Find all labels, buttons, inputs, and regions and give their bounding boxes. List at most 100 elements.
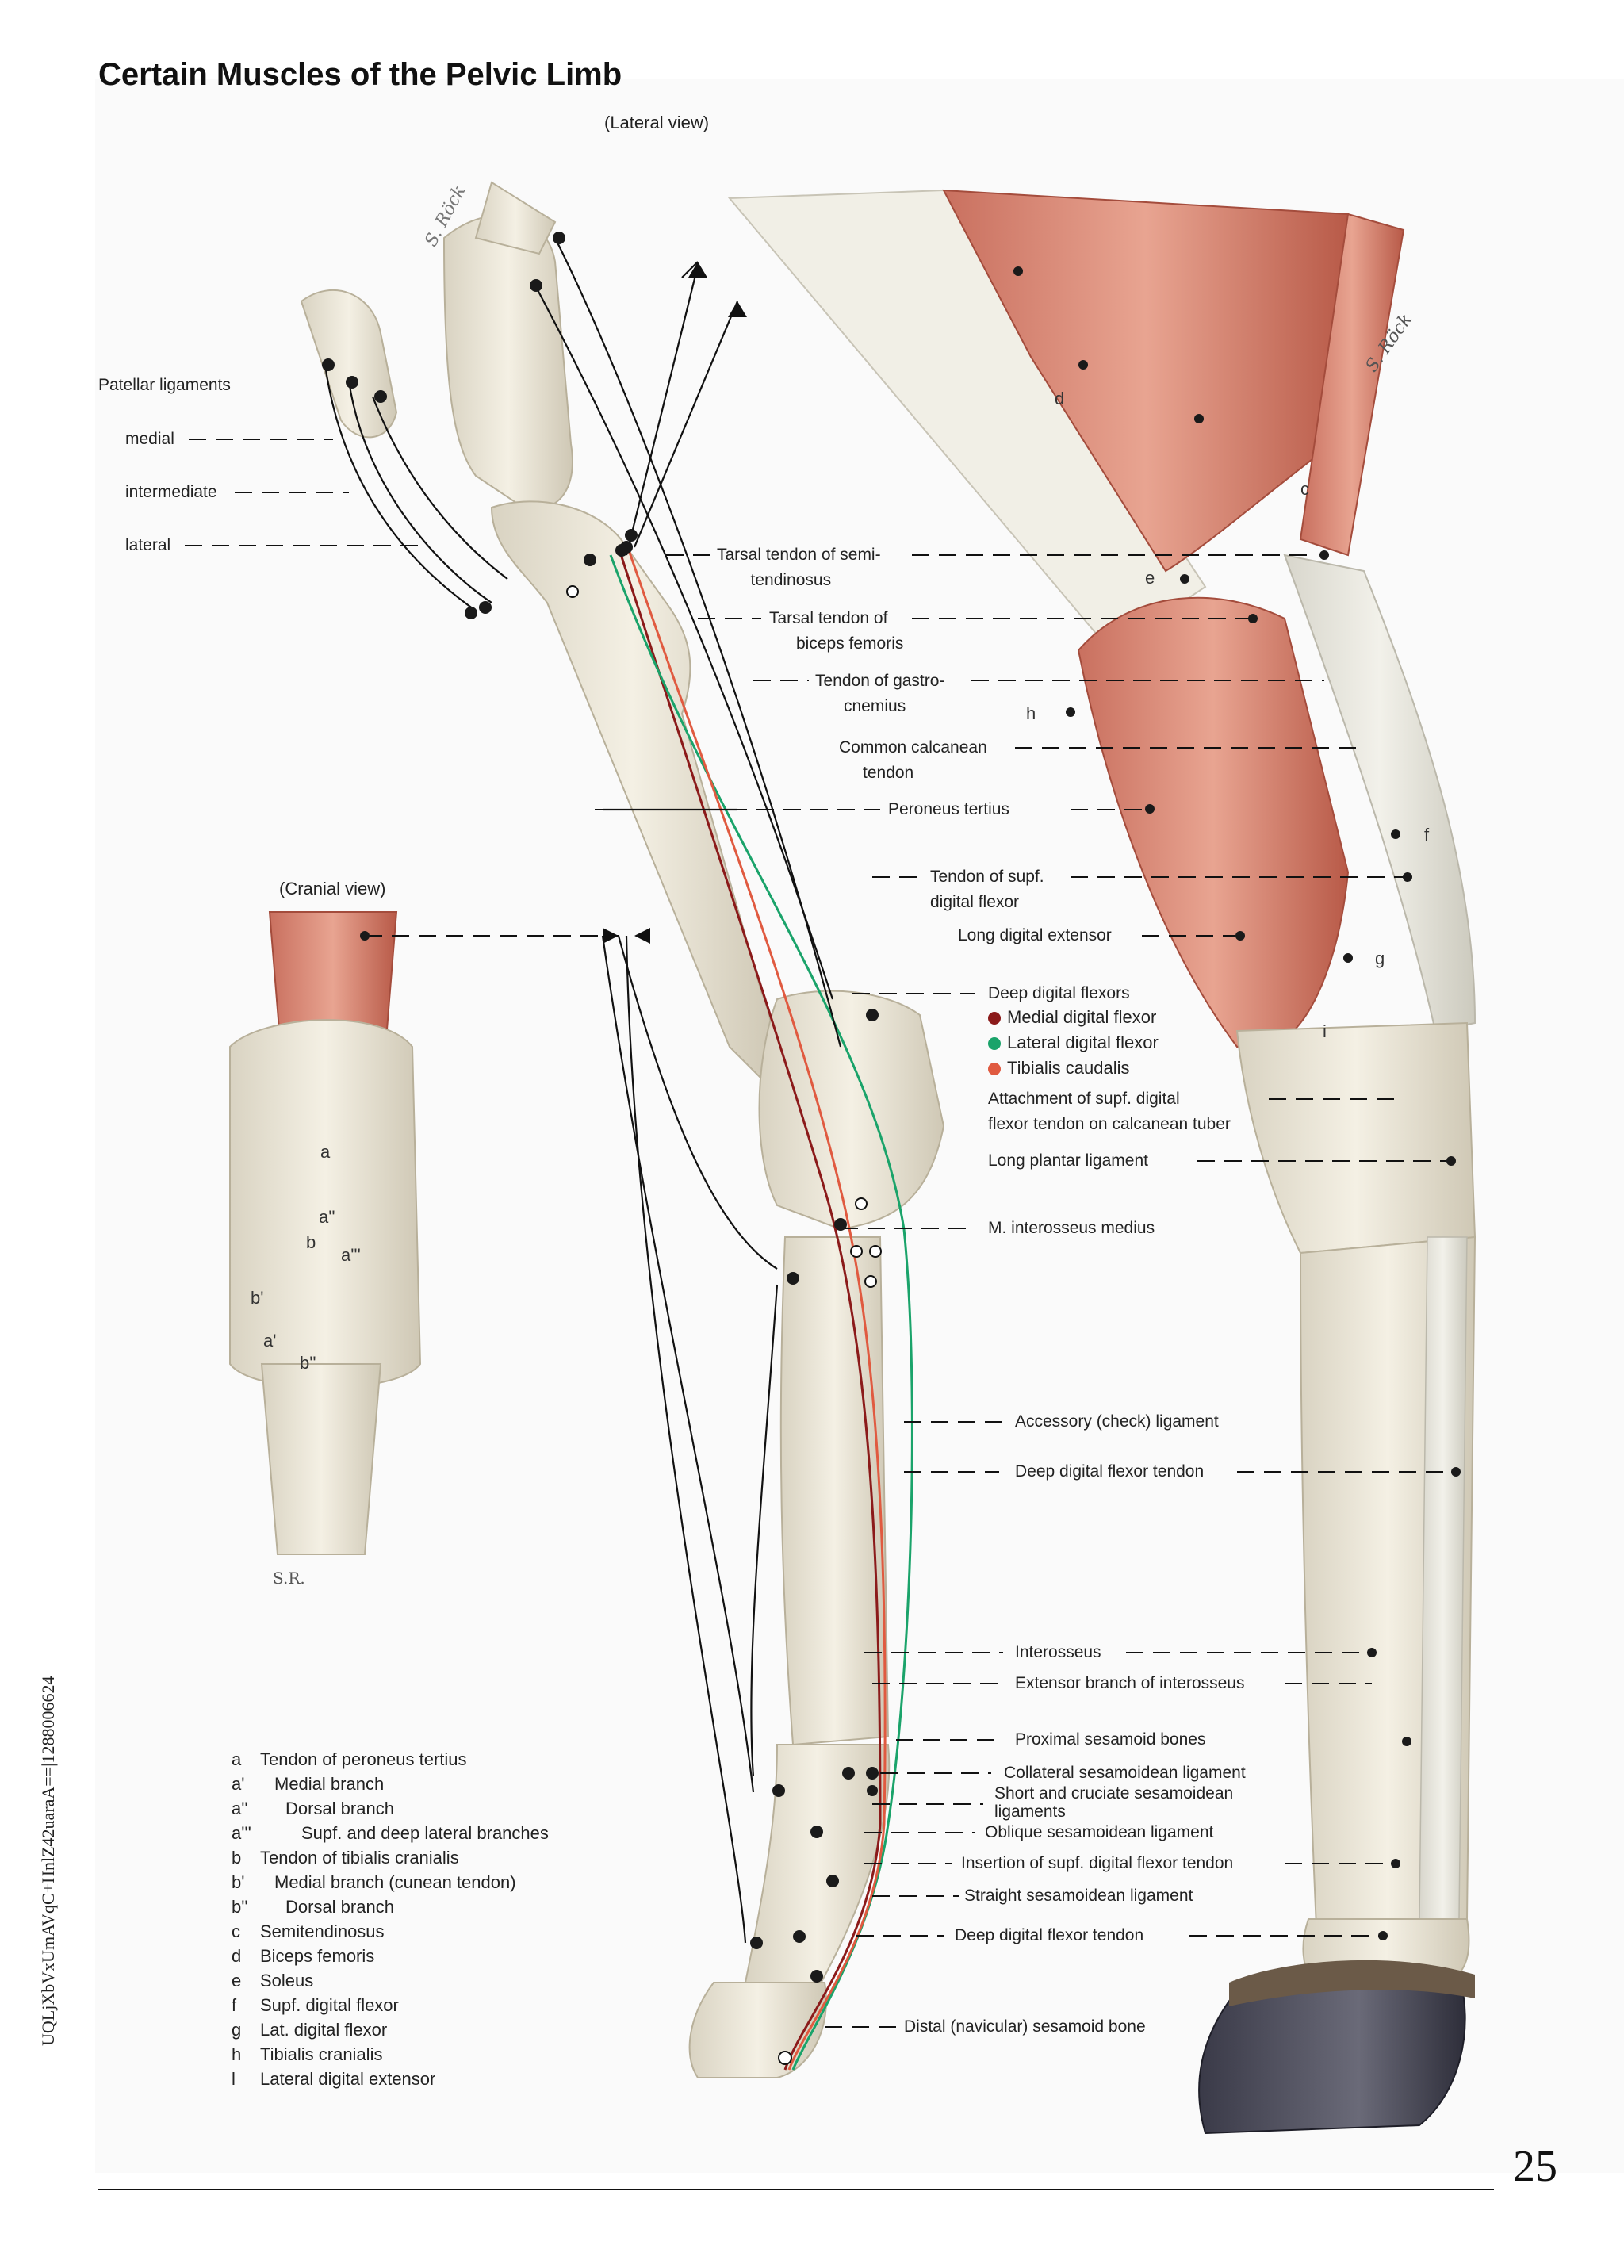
semitendinosus — [1299, 213, 1405, 557]
key-row: f Supf. digital flexor — [232, 1995, 399, 2016]
callout-proximal-sesamoid: Proximal sesamoid bones — [1015, 1730, 1206, 1749]
cranial-letter-a1: a' — [263, 1331, 277, 1350]
callout-extensor-branch: Extensor branch of interosseus — [1015, 1674, 1245, 1692]
callout-line: Tarsal tendon of semi- — [717, 546, 881, 564]
callout-line: cnemius — [844, 696, 906, 715]
callout-interosseus-medius: M. interosseus medius — [988, 1219, 1155, 1237]
cranial-joint — [229, 1019, 422, 1389]
patellar-medial: medial — [125, 430, 174, 448]
key-letter: a'' — [232, 1799, 248, 1818]
arrow-up-1 — [688, 262, 707, 278]
key-label: Medial branch (cunean tendon) — [274, 1872, 516, 1892]
flexor-legend-lateral: Lateral digital flexor — [988, 1032, 1159, 1053]
cranial-letter-b2: b'' — [300, 1353, 316, 1373]
arrow-up-2 — [728, 301, 747, 317]
bone-figure — [300, 181, 945, 2078]
key-label: Dorsal branch — [285, 1799, 394, 1818]
callout-common-calcanean: Common calcanean tendon — [839, 735, 987, 785]
callout-line: Tarsal tendon of — [769, 609, 888, 627]
cranial-letter-a2: a'' — [319, 1207, 335, 1227]
connector-lines — [324, 237, 842, 1944]
cranial-view-figure — [229, 911, 422, 1555]
key-letter: a — [232, 1749, 242, 1769]
artist-signature-3: S.R. — [273, 1569, 305, 1588]
callout-line: flexor tendon on calcanean tuber — [988, 1114, 1231, 1133]
flexor-tendon-band — [1419, 1236, 1468, 1920]
key-letter: b' — [232, 1872, 245, 1892]
key-row: b' Medial branch (cunean tendon) — [232, 1872, 516, 1893]
patellar-heading: Patellar ligaments — [98, 376, 231, 394]
muscle-letter-e: e — [1145, 568, 1155, 588]
callout-supf-flexor-tendon: Tendon of supf. digital flexor — [930, 864, 1044, 914]
callout-tarsal-semitendinosus: Tarsal tendon of semi- tendinosus — [717, 542, 881, 592]
muscle-letter-f: f — [1424, 825, 1430, 845]
hoof-hair — [1229, 1960, 1475, 2006]
key-letter: b'' — [232, 1897, 248, 1917]
callout-short-cruciate: Short and cruciate sesamoidean ligaments — [994, 1784, 1233, 1821]
callout-ddf-tendon-lower: Deep digital flexor tendon — [955, 1926, 1144, 1944]
callout-gastrocnemius: Tendon of gastro- cnemius — [815, 669, 944, 718]
key-label: Soleus — [260, 1971, 314, 1990]
tibia — [490, 500, 774, 1080]
key-letter: f — [232, 1995, 237, 2015]
key-row: a''' Supf. and deep lateral branches — [232, 1823, 549, 1844]
callout-line: Common calcanean — [839, 738, 987, 757]
muscle-letter-i: i — [1323, 1021, 1327, 1041]
callout-oblique: Oblique sesamoidean ligament — [985, 1823, 1214, 1841]
muscle-letter-g: g — [1375, 948, 1385, 968]
cranial-letter-a3: a''' — [341, 1245, 361, 1265]
callout-line: biceps femoris — [796, 634, 904, 653]
arrow-right — [603, 928, 619, 944]
callout-collateral-sesamoidean: Collateral sesamoidean ligament — [1004, 1764, 1246, 1782]
legend-swatch — [988, 1012, 1001, 1025]
page-title: Certain Muscles of the Pelvic Limb — [98, 57, 622, 92]
medial-digital-flexor-line — [617, 546, 882, 2071]
callout-interosseus: Interosseus — [1015, 1643, 1101, 1661]
callout-tarsal-biceps: Tarsal tendon of biceps femoris — [769, 606, 903, 656]
arrow-left — [634, 928, 650, 944]
key-letter: a''' — [232, 1823, 251, 1843]
key-label: Supf. digital flexor — [260, 1995, 399, 2015]
callout-long-plantar: Long plantar ligament — [988, 1151, 1148, 1170]
key-row: a' Medial branch — [232, 1774, 384, 1795]
key-letter: h — [232, 2044, 242, 2064]
key-letter: a' — [232, 1774, 245, 1794]
legend-swatch — [988, 1063, 1001, 1075]
key-letter: d — [232, 1946, 242, 1966]
key-label: Lateral digital extensor — [260, 2069, 436, 2089]
femur-shaft — [474, 181, 557, 255]
key-label: Tendon of peroneus tertius — [260, 1749, 467, 1769]
patellar-lateral: lateral — [125, 536, 171, 554]
open-circles — [566, 585, 882, 2065]
page-number: 25 — [1513, 2142, 1557, 2191]
muscle-figure — [727, 189, 1477, 2135]
gaskin-muscles — [1077, 596, 1350, 1048]
callout-accessory: Accessory (check) ligament — [1015, 1412, 1219, 1431]
legend-label: Medial digital flexor — [1007, 1007, 1157, 1027]
flexor-lines — [609, 542, 914, 2071]
cranial-cannon — [260, 1363, 382, 1555]
key-row: b''Dorsal branch — [232, 1897, 394, 1917]
callout-line: Attachment of supf. digital — [988, 1090, 1180, 1108]
landmark-dots — [322, 232, 1461, 1983]
key-letter: c — [232, 1921, 240, 1941]
key-label: Supf. and deep lateral branches — [301, 1823, 549, 1843]
key-label: Medial branch — [274, 1774, 385, 1794]
callout-insertion-supf: Insertion of supf. digital flexor tendon — [961, 1854, 1234, 1872]
callout-peroneus-tertius: Peroneus tertius — [888, 800, 1009, 818]
cranial-view-label: (Cranial view) — [279, 879, 386, 898]
legend-label: Tibialis caudalis — [1007, 1058, 1130, 1078]
key-row: h Tibialis cranialis — [232, 2044, 382, 2065]
callout-line: Tendon of gastro- — [815, 672, 945, 690]
patella — [300, 289, 398, 439]
key-label: Tibialis cranialis — [260, 2044, 383, 2064]
key-label: Lat. digital flexor — [260, 2020, 388, 2040]
metatarsus — [779, 1236, 890, 1746]
